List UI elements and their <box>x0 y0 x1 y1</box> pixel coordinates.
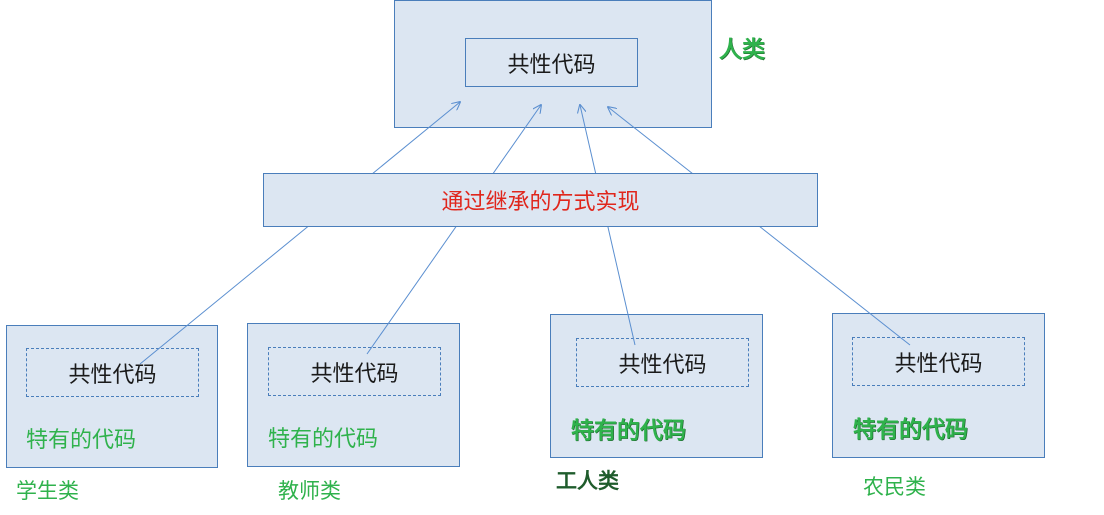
parent-class-label: 人类 <box>719 37 765 63</box>
arrow-teacher <box>366 105 541 355</box>
parent-class-box: 共性代码 <box>394 0 712 128</box>
worker-class-box: 共性代码 特有的代码 <box>550 314 763 458</box>
farmer-class-label: 农民类 <box>863 475 926 499</box>
teacher-class-box: 共性代码 特有的代码 <box>247 323 460 467</box>
parent-common-code-box: 共性代码 <box>465 38 638 87</box>
farmer-class-box: 共性代码 特有的代码 <box>832 313 1045 458</box>
parent-common-code-text: 共性代码 <box>507 52 596 78</box>
farmer-specific-code-text: 特有的代码 <box>853 417 968 443</box>
farmer-common-code-box: 共性代码 <box>852 337 1025 386</box>
student-common-code-text: 共性代码 <box>68 362 157 388</box>
worker-common-code-text: 共性代码 <box>618 352 707 378</box>
worker-class-label: 工人类 <box>556 469 619 493</box>
inheritance-overlay-text: 通过继承的方式实现 <box>441 190 640 215</box>
student-common-code-box: 共性代码 <box>26 348 199 397</box>
teacher-specific-code-text: 特有的代码 <box>268 427 379 452</box>
student-class-label: 学生类 <box>16 479 79 503</box>
student-class-box: 共性代码 特有的代码 <box>6 325 218 468</box>
watermark <box>823 489 1093 505</box>
student-specific-code-text: 特有的代码 <box>26 428 137 453</box>
teacher-common-code-text: 共性代码 <box>310 361 399 387</box>
teacher-common-code-box: 共性代码 <box>268 347 441 396</box>
worker-common-code-box: 共性代码 <box>576 338 749 387</box>
inheritance-box-overlay: 通过继承的方式实现 <box>263 173 818 227</box>
farmer-common-code-text: 共性代码 <box>894 351 983 377</box>
worker-specific-code-text: 特有的代码 <box>571 418 686 444</box>
teacher-class-label: 教师类 <box>278 479 341 503</box>
